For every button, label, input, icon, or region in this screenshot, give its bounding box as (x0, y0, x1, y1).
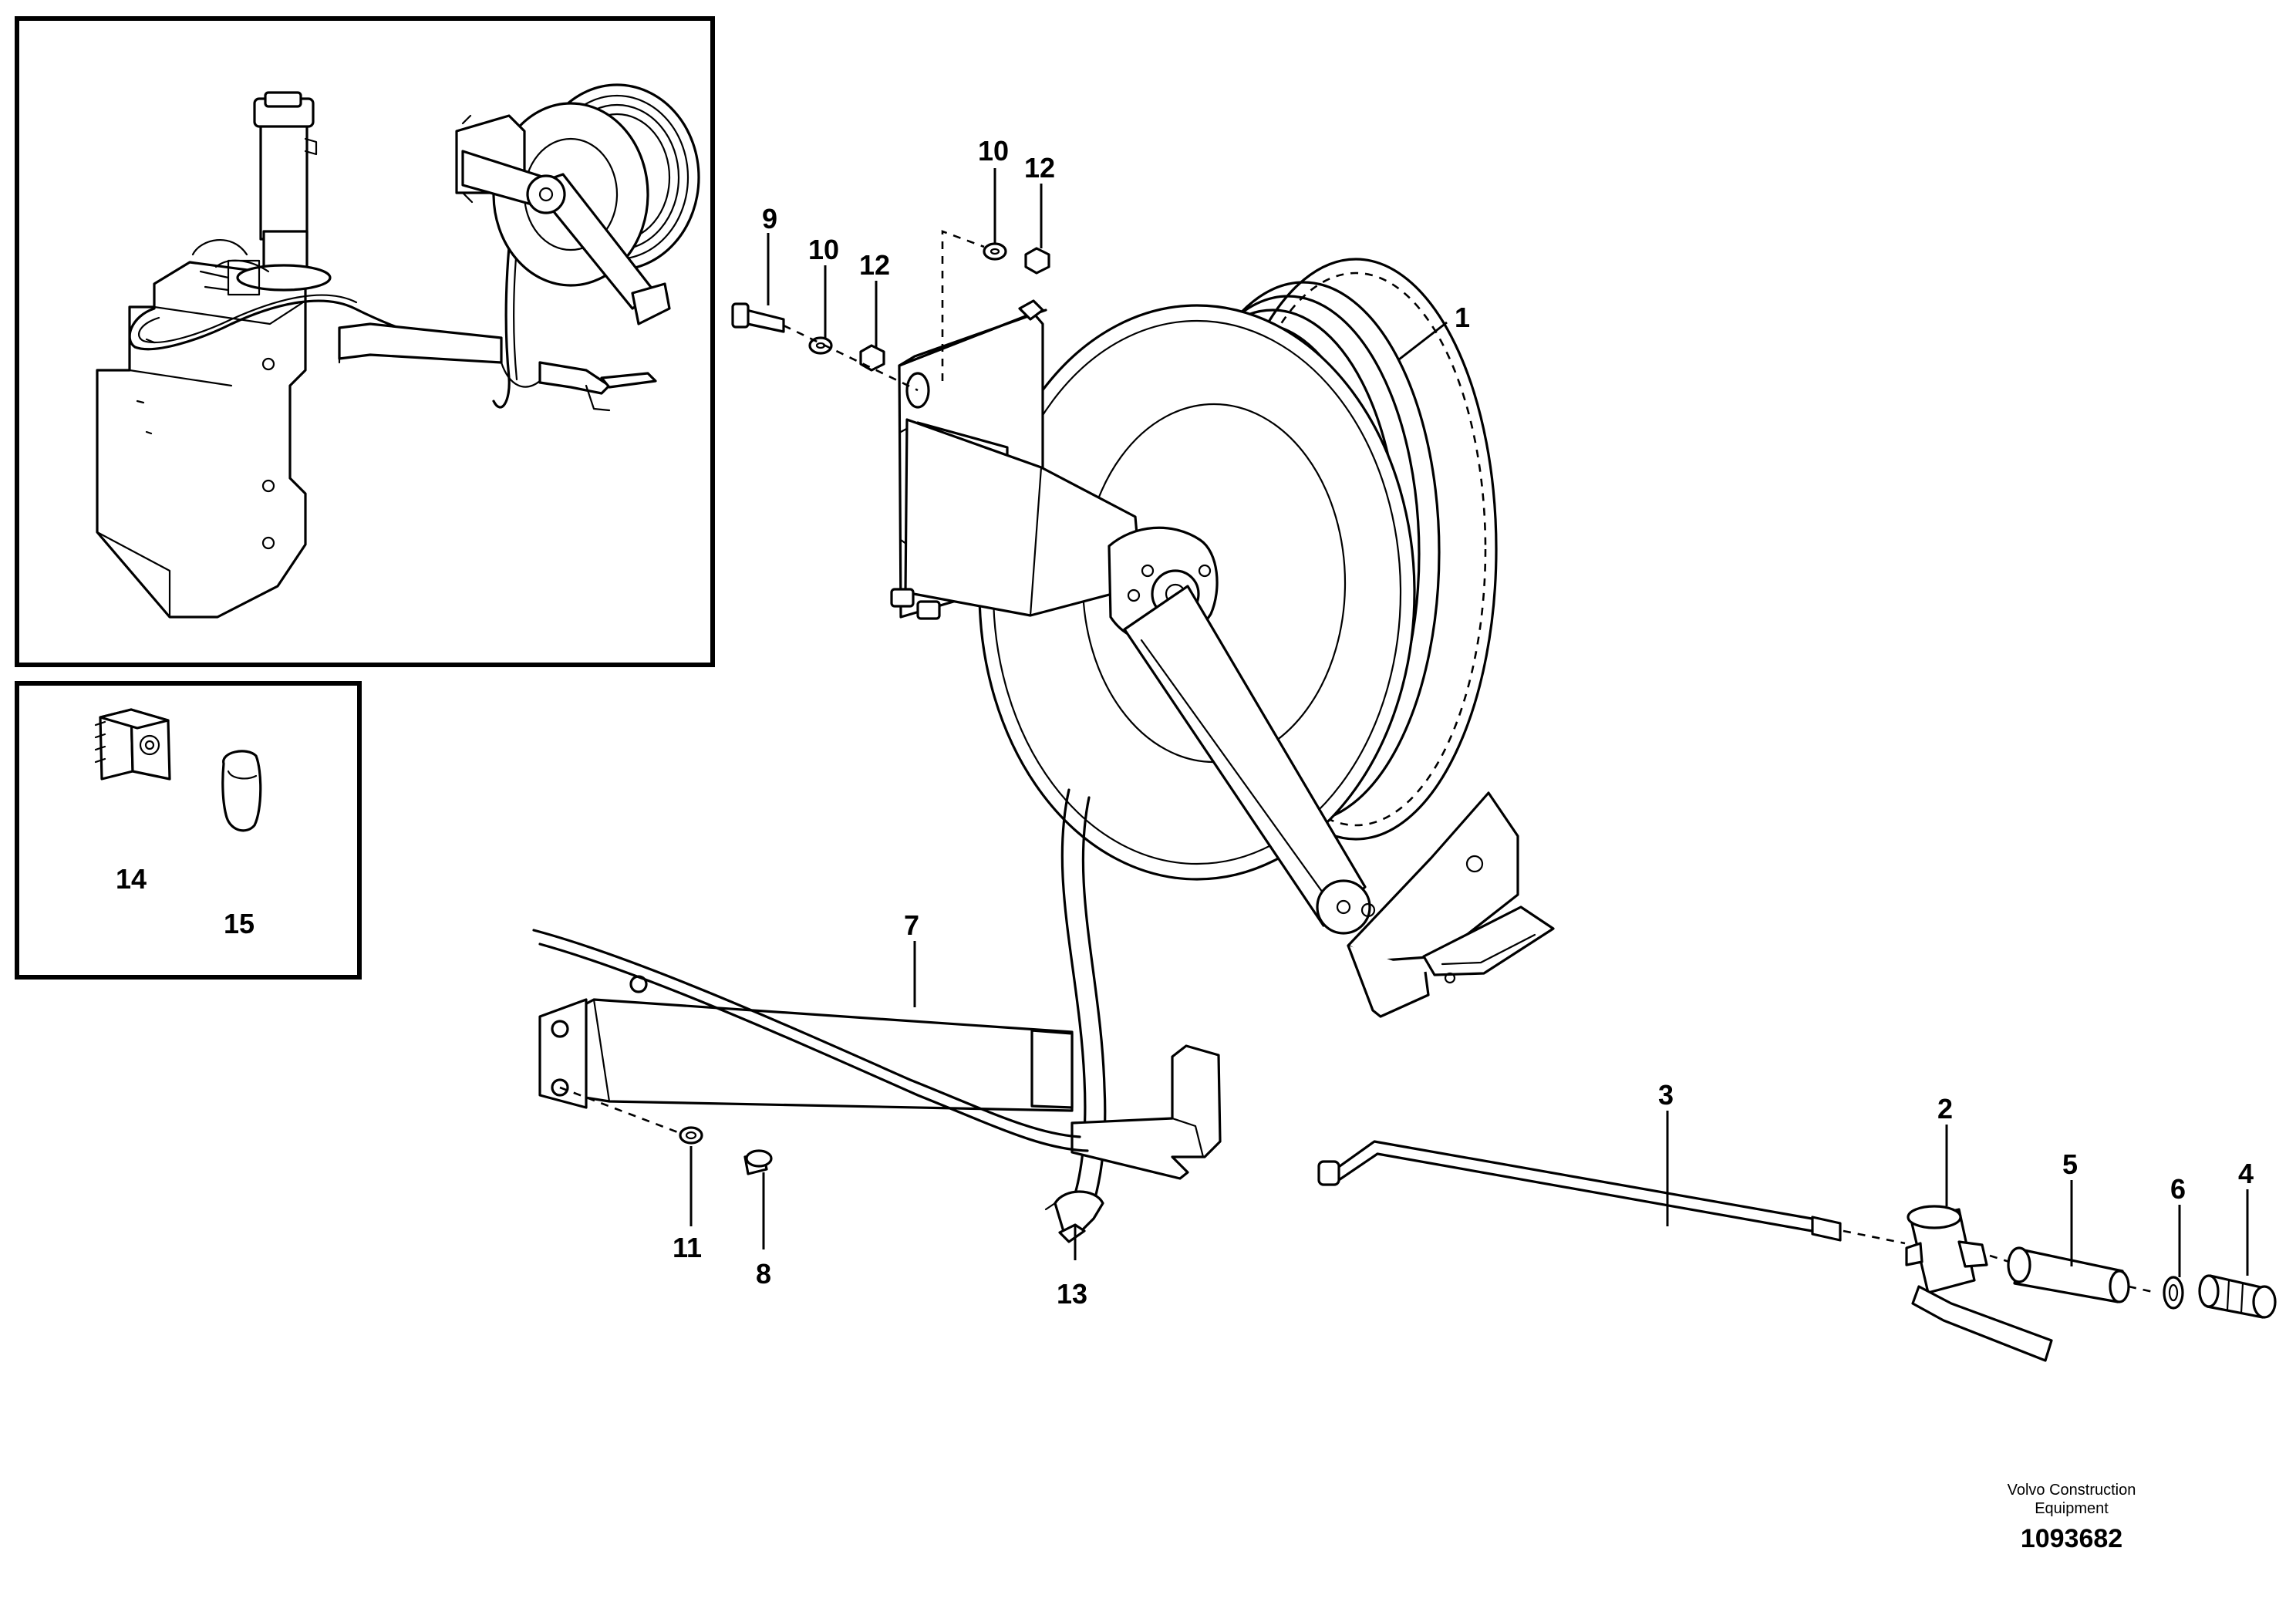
callout-10-top: 10 (978, 135, 1009, 167)
pipe-3 (1317, 1140, 1842, 1242)
callout-1: 1 (1455, 302, 1470, 333)
coupling-4 (2198, 1274, 2277, 1319)
callout-6: 6 (2170, 1173, 2186, 1205)
document-number: 1093682 (2021, 1524, 2122, 1553)
support-arm (538, 975, 1222, 1180)
callout-12-top: 12 (1024, 152, 1055, 184)
brand-line-1: Volvo Construction (2008, 1482, 2136, 1499)
hose-clamp-13 (1044, 1190, 1104, 1243)
callout-8: 8 (756, 1258, 771, 1290)
callout-14: 14 (116, 863, 147, 895)
callout-2: 2 (1937, 1093, 1953, 1125)
callout-11: 11 (673, 1232, 702, 1263)
footer: Volvo Construction Equipment 1093682 (2008, 1482, 2136, 1553)
filler-pipe-illustration (191, 91, 332, 296)
washer-10-top (983, 242, 1007, 261)
callout-4: 4 (2238, 1158, 2254, 1189)
brand-line-2: Equipment (2035, 1500, 2109, 1517)
callout-3: 3 (1658, 1079, 1674, 1111)
nut-12-top (1024, 247, 1050, 275)
callout-7: 7 (904, 909, 919, 941)
callout-10-left: 10 (808, 234, 839, 265)
hose-5 (2007, 1246, 2130, 1303)
inset-arm (338, 245, 657, 412)
nut-12-left (859, 344, 885, 372)
seal-6 (2163, 1276, 2184, 1310)
washer-11 (679, 1126, 703, 1145)
overview-inset (15, 16, 715, 667)
callout-13: 13 (1057, 1278, 1087, 1310)
inset-reel (455, 83, 700, 325)
switch-inset (15, 681, 362, 980)
screw-8 (743, 1149, 773, 1175)
tank-illustration (96, 261, 307, 619)
callout-9: 9 (762, 203, 777, 234)
leader-lines (689, 168, 2249, 1277)
callout-15: 15 (224, 908, 255, 939)
switch-14-illustration (94, 708, 171, 781)
cover-15-illustration (221, 750, 262, 832)
callout-12-left: 12 (859, 249, 890, 281)
hose-reel-assembly (890, 258, 1555, 1018)
callout-labels: 1 2 3 4 5 6 7 8 9 10 10 11 12 12 13 14 1… (116, 135, 2254, 1310)
valve-2 (1905, 1205, 2053, 1362)
bolt-9 (731, 302, 785, 333)
callout-5: 5 (2062, 1148, 2078, 1180)
